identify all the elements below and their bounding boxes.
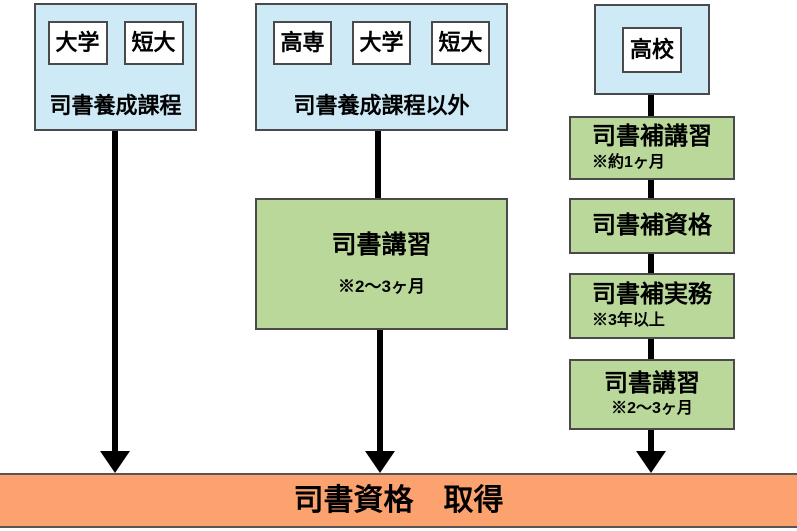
step-title: 司書補実務 [592, 281, 712, 309]
step-note: ※2～3ヶ月 [611, 400, 693, 418]
step-title: 司書補資格 [592, 212, 712, 240]
step-note: ※2～3ヶ月 [338, 276, 425, 296]
source-box-non-training-course: 高専 大学 短大 司書養成課程以外 [255, 3, 508, 131]
chip-university: 大学 [352, 21, 411, 65]
step-content: 司書補実務 ※3年以上 [592, 281, 712, 331]
source-label-training-course: 司書養成課程 [49, 93, 182, 118]
step-content: 司書講習 ※2～3ヶ月 [331, 231, 431, 297]
step-box-librarian-course-hs: 司書講習 ※2～3ヶ月 [569, 359, 735, 430]
step-box-assistant-course: 司書補講習 ※約1ヶ月 [569, 116, 735, 180]
arrow-head-col2 [365, 451, 395, 473]
step-title: 司書補講習 [592, 123, 712, 151]
arrow-head-col1 [100, 451, 130, 473]
chip-row: 高専 大学 短大 [273, 21, 490, 65]
source-label-non-training-course: 司書養成課程以外 [293, 93, 470, 118]
connector-col2-source-to-step [375, 131, 381, 198]
chip-junior-college: 短大 [431, 21, 490, 65]
step-note: ※約1ヶ月 [592, 153, 665, 171]
step-title: 司書講習 [604, 369, 700, 397]
chip-technical-college: 高専 [273, 21, 332, 65]
step-box-assistant-qualification: 司書補資格 [569, 198, 735, 254]
step-content: 司書補講習 ※約1ヶ月 [592, 123, 712, 173]
connector-col3-step1-to-step2 [648, 180, 654, 198]
connector-col3-step3-to-step4 [648, 339, 654, 359]
source-box-training-course: 大学 短大 司書養成課程 [34, 3, 197, 131]
step-title: 司書講習 [331, 231, 432, 259]
arrow-head-col3 [636, 451, 666, 473]
step-content: 司書講習 ※2～3ヶ月 [604, 370, 700, 420]
step-content: 司書補資格 [592, 212, 712, 240]
chip-junior-college: 短大 [123, 21, 184, 65]
flow-line-col3 [648, 430, 654, 451]
step-box-assistant-experience: 司書補実務 ※3年以上 [569, 273, 735, 339]
step-box-librarian-course: 司書講習 ※2～3ヶ月 [255, 198, 508, 330]
flow-line-col2 [377, 330, 383, 451]
chip-row: 大学 短大 [47, 21, 184, 65]
step-note: ※3年以上 [592, 311, 665, 329]
flow-line-col1 [112, 131, 118, 451]
connector-col3-step2-to-step3 [648, 254, 654, 273]
connector-col3-source-to-step1 [648, 95, 654, 116]
source-box-high-school: 高校 [594, 4, 710, 95]
chip-high-school: 高校 [622, 26, 682, 73]
chip-university: 大学 [47, 21, 108, 65]
result-label: 司書資格 取得 [293, 483, 504, 517]
result-bar: 司書資格 取得 [0, 473, 797, 528]
